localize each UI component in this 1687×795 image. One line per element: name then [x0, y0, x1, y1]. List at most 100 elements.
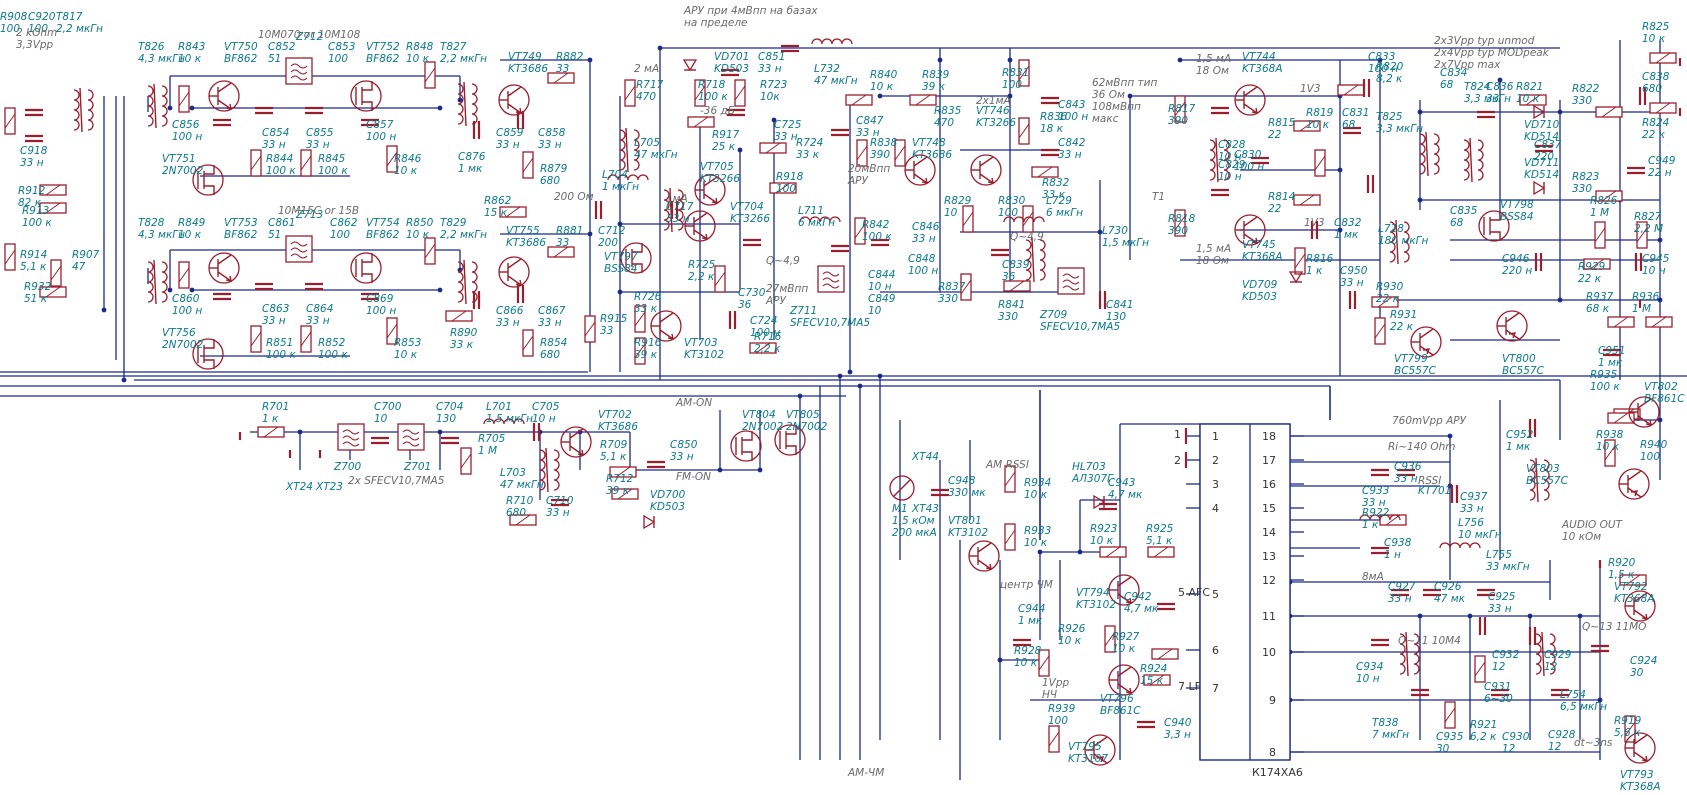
ref-designator: R726 [634, 291, 662, 303]
component-value: 33 н [1058, 149, 1082, 161]
winding [471, 83, 478, 125]
capacitor-54 [1371, 468, 1389, 477]
component-value: 12 [1502, 743, 1516, 755]
ref-designator: C867 [538, 305, 566, 317]
component-value: SFECV10,7MA5 [790, 317, 870, 329]
ic-pin-number: 3 [1212, 478, 1219, 491]
ref-designator: R936 [1632, 291, 1660, 303]
winding [1543, 459, 1550, 501]
component-value: 680 [540, 349, 560, 361]
ref-designator: R923 [1090, 523, 1117, 535]
note-text: Q~11 10M4 [1398, 635, 1461, 647]
component-value: BSS84 [1500, 211, 1534, 223]
ref-designator: R841 [998, 299, 1025, 311]
capacitor-44 [371, 436, 389, 445]
ref-designator: C862 [330, 217, 358, 229]
component-value: 33 [600, 325, 613, 337]
ref-designator: VT800 [1502, 353, 1536, 365]
component-value: 1 мк [1598, 357, 1623, 369]
component-value: 10 к [1024, 537, 1048, 549]
component-value: 100 [776, 183, 796, 195]
component-value: 100 [1002, 79, 1022, 91]
ref-designator: C943 [1108, 477, 1135, 489]
ic-pin-number: 1 [1212, 430, 1219, 443]
ref-designator: VT803 [1526, 463, 1560, 475]
capacitor-47 [551, 498, 569, 507]
ref-designator: R717 [636, 79, 664, 91]
capacitor-63 [1591, 644, 1609, 653]
component-value: 33 н [20, 157, 44, 169]
ref-designator: C946 [1502, 253, 1530, 265]
capacitor-23 [871, 238, 889, 247]
ic-pin-number: 12 [1262, 574, 1276, 587]
note-line: 10 кОм [1562, 531, 1601, 543]
ref-designator: C929 [1544, 649, 1572, 661]
resistor-58 [1636, 221, 1648, 249]
component-label-z712: Z712 [295, 31, 324, 43]
component-value: 100 [330, 229, 350, 241]
ref-designator: L754 [1560, 689, 1586, 701]
note-text: Q~13 11MO [1582, 621, 1646, 633]
winding [457, 261, 464, 303]
note-line: 27мВпп [766, 283, 808, 295]
ceramic-filter-2 [337, 423, 365, 451]
component-value: BC557C [1502, 365, 1545, 377]
resistor-33 [845, 94, 873, 106]
ref-designator: C863 [262, 303, 289, 315]
note-q13: Q~13 11MO [1582, 621, 1646, 633]
capacitor-58 [1391, 588, 1409, 597]
note-text: 7 LF [1178, 680, 1201, 693]
ref-designator: R829 [944, 195, 972, 207]
component-value: 390 [870, 149, 890, 161]
winding [73, 89, 80, 131]
resistor-38 [1018, 117, 1030, 145]
ref-designator: VT797 [604, 251, 638, 263]
ref-designator: R838 [870, 137, 898, 149]
capacitor-31 [1310, 221, 1319, 239]
ref-designator: HL703 [1072, 461, 1106, 473]
transistor-8 [694, 174, 726, 206]
component-value: 220 н [1502, 265, 1532, 277]
component-value: KT368A [1242, 63, 1283, 75]
transistor-11 [620, 242, 652, 274]
component-value: 330 [1572, 183, 1592, 195]
transistor-18 [1496, 310, 1528, 342]
ref-designator: C930 [1502, 731, 1530, 743]
resistor-41 [962, 205, 974, 233]
resistor-63 [1645, 316, 1673, 328]
component-value: 10 мкГн [1458, 529, 1502, 541]
transistor-1 [350, 80, 382, 112]
ref-designator: R927 [1112, 631, 1140, 643]
ref-designator: C837 [1534, 139, 1562, 151]
winding [161, 85, 168, 127]
ref-designator: R919 [1614, 715, 1642, 727]
ref-designator: C933 [1362, 485, 1389, 497]
note-i2ma: 2 мА [634, 63, 659, 75]
